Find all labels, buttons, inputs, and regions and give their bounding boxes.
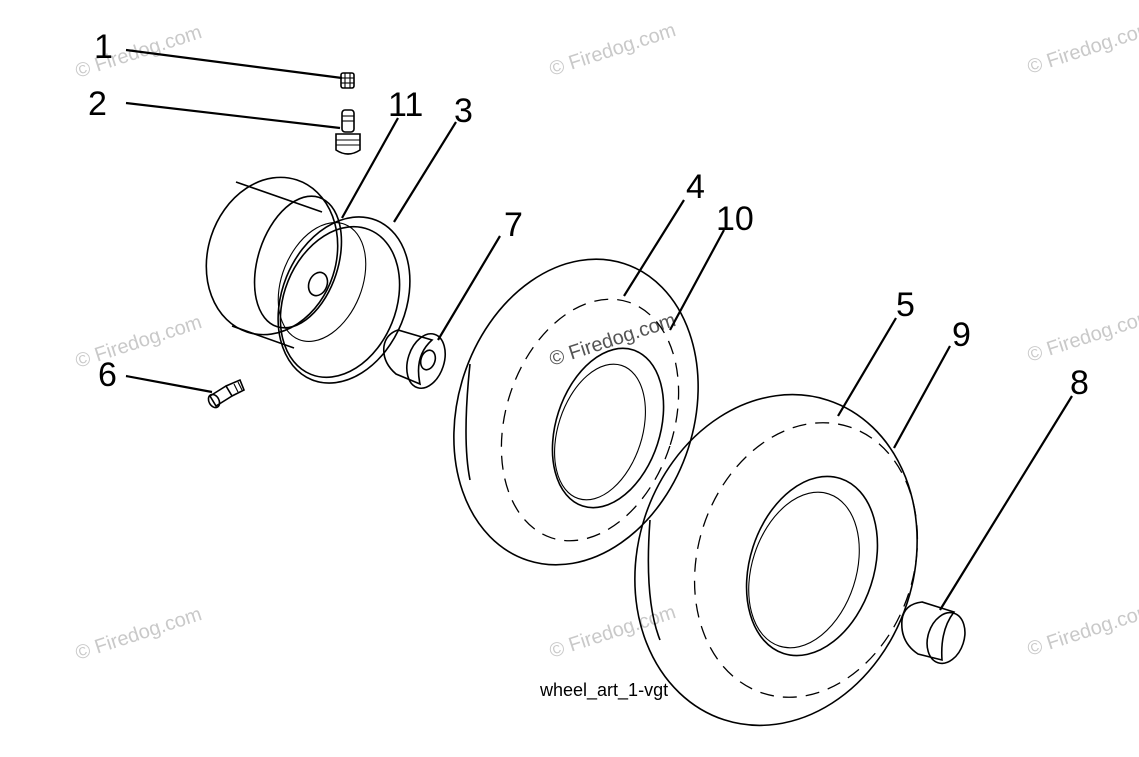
callout-4: 4 <box>686 168 705 206</box>
callout-6: 6 <box>98 356 117 394</box>
callout-3: 3 <box>454 92 473 130</box>
leader-9 <box>893 345 951 449</box>
leader-8 <box>939 395 1073 611</box>
bushing-part <box>382 329 446 390</box>
leader-4 <box>623 199 685 297</box>
callout-10: 10 <box>716 200 754 238</box>
watermark-top-center: © Firedog.com <box>547 19 679 81</box>
callout-7: 7 <box>504 206 523 244</box>
leader-1 <box>125 48 343 80</box>
watermarks: © Firedog.com © Firedog.com © Firedog.co… <box>73 17 1139 665</box>
watermark-top-right: © Firedog.com <box>1025 17 1139 79</box>
figure-caption: wheel_art_1-vgt <box>539 680 668 701</box>
watermark-bottom-left: © Firedog.com <box>73 603 205 665</box>
leader-3 <box>393 121 457 223</box>
grease-fitting-part <box>207 378 246 409</box>
valve-cap-part <box>340 72 355 89</box>
watermark-mid-left: © Firedog.com <box>73 311 205 373</box>
leader-10 <box>669 229 725 331</box>
leader-2 <box>125 101 341 130</box>
callout-11: 11 <box>388 86 423 124</box>
watermark-mid-center: © Firedog.com <box>547 309 679 371</box>
leader-lines <box>125 48 1073 611</box>
hub-cap-part <box>901 601 966 665</box>
valve-stem-part <box>335 109 361 155</box>
leader-11 <box>341 117 399 219</box>
watermark-bottom-center: © Firedog.com <box>547 601 679 663</box>
watermark-mid-right: © Firedog.com <box>1025 305 1139 367</box>
rear-tire-part <box>634 393 919 727</box>
callout-numbers: 1 2 11 3 7 4 10 6 5 9 8 <box>88 28 1089 402</box>
leader-7 <box>437 235 501 341</box>
leader-6 <box>125 374 213 394</box>
watermark-bottom-right: © Firedog.com <box>1025 599 1139 661</box>
leader-5 <box>837 317 897 417</box>
wheel-rim-part <box>205 176 411 384</box>
callout-8: 8 <box>1070 364 1089 402</box>
callout-2: 2 <box>88 85 107 123</box>
front-tire-part <box>453 258 699 566</box>
callout-5: 5 <box>896 286 915 324</box>
callout-1: 1 <box>94 28 113 66</box>
callout-9: 9 <box>952 316 971 354</box>
